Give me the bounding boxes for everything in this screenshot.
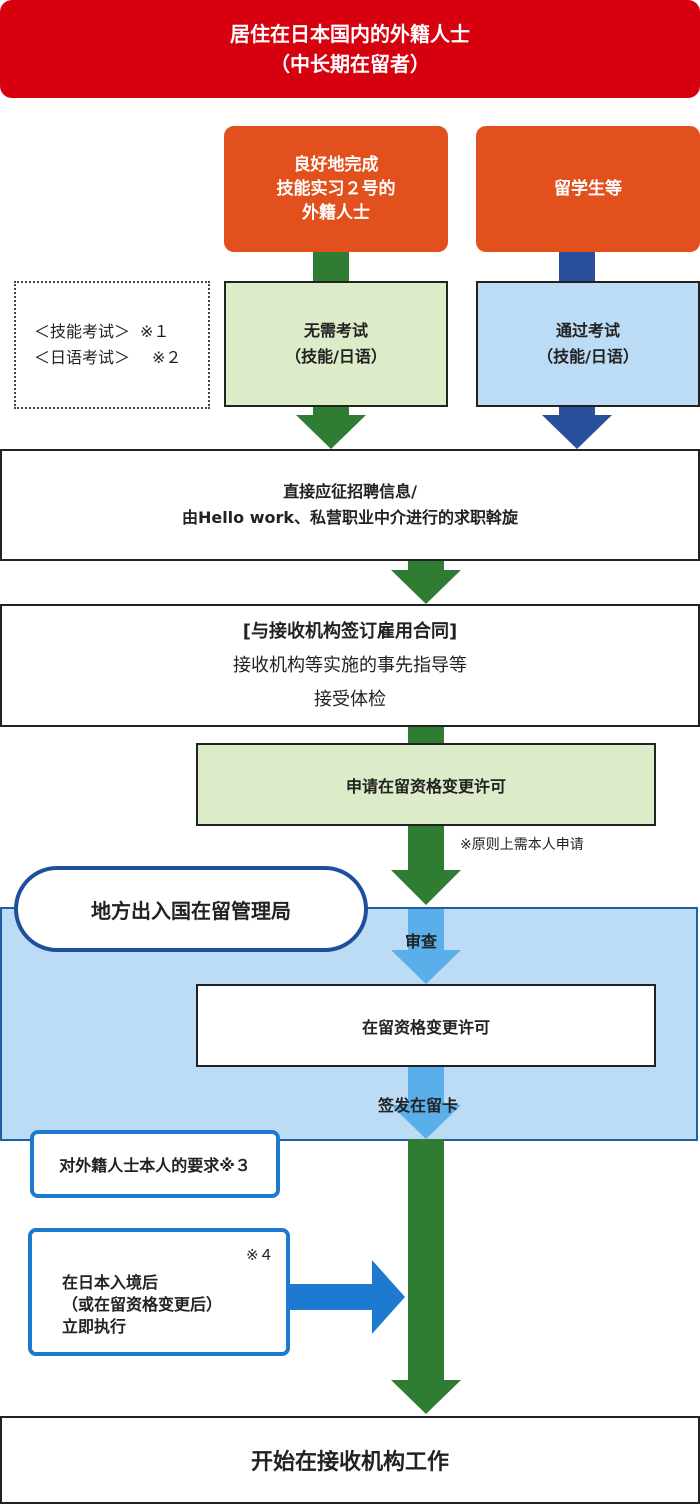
no-exam-detail: （技能/日语）	[285, 347, 387, 366]
students-header: 留学生等	[476, 126, 700, 252]
entry-line-1: 在日本入境后	[62, 1273, 159, 1292]
application-to-bureau-arrow	[391, 824, 461, 905]
right-connector	[559, 250, 595, 284]
skill-exam-row: ＜技能考试＞ ※１	[34, 319, 208, 345]
application-note: ※原则上需本人申请	[460, 837, 584, 853]
left-connector	[313, 250, 349, 284]
start-work-box: 开始在接收机构工作	[0, 1416, 700, 1504]
job-search-box: 直接应征招聘信息/ 由Hello work、私营职业中介进行的求职斡旋	[0, 449, 700, 561]
skill-exam-label: ＜技能考试＞	[34, 322, 131, 341]
entry-callout: ※４ 在日本入境后 （或在留资格变更后） 立即执行	[28, 1228, 290, 1356]
employment-contract-box: [与接收机构签订雇用合同] 接收机构等实施的事先指导等 接受体检	[0, 604, 700, 727]
entry-lines: 在日本入境后 （或在留资格变更后） 立即执行	[62, 1272, 222, 1338]
no-exam-box: 无需考试 （技能/日语）	[224, 281, 448, 407]
contract-health-check: 接受体检	[314, 688, 386, 710]
language-exam-note: ※２	[152, 348, 182, 367]
bureau-name-pill: 地方出入国在留管理局	[14, 866, 368, 952]
language-exam-row: ＜日语考试＞ ※２	[34, 345, 208, 371]
pass-exam-label: 通过考试	[555, 321, 620, 340]
job-search-line-1: 直接应征招聘信息/	[283, 482, 417, 501]
no-exam-label: 无需考试	[303, 321, 368, 340]
final-arrow	[391, 1141, 461, 1414]
job-to-contract-arrow	[391, 560, 461, 604]
banner-subtitle: （中长期在留者）	[270, 52, 430, 76]
start-work-label: 开始在接收机构工作	[250, 1450, 449, 1475]
exam-legend: ＜技能考试＞ ※１ ＜日语考试＞ ※２	[14, 281, 210, 409]
pass-exam-detail: （技能/日语）	[537, 347, 639, 366]
card-issue-label: 签发在留卡	[378, 1096, 459, 1115]
review-label: 审查	[405, 932, 438, 951]
left-header-line-3: 外籍人士	[302, 203, 370, 223]
right-down-arrow	[542, 405, 612, 449]
job-search-line-2: 由Hello work、私营职业中介进行的求职斡旋	[181, 508, 519, 527]
pass-exam-box: 通过考试 （技能/日语）	[476, 281, 700, 407]
application-label: 申请在留资格变更许可	[345, 776, 506, 796]
resident-foreigners-banner: 居住在日本国内的外籍人士 （中长期在留者）	[0, 0, 700, 98]
right-header-label: 留学生等	[554, 179, 622, 199]
entry-line-3: 立即执行	[62, 1317, 127, 1336]
banner-title: 居住在日本国内的外籍人士	[230, 22, 470, 46]
status-change-application-box: 申请在留资格变更许可	[196, 743, 656, 826]
language-exam-label: ＜日语考试＞	[34, 348, 131, 367]
contract-guidance: 接收机构等实施的事先指导等	[233, 654, 467, 676]
entry-arrow	[289, 1260, 405, 1334]
left-header-line-1: 良好地完成	[293, 155, 379, 175]
bureau-name: 地方出入国在留管理局	[91, 898, 291, 923]
contract-to-application-stem	[408, 726, 444, 746]
technical-intern-header: 良好地完成 技能实习２号的 外籍人士	[224, 126, 448, 252]
requirement-label: 对外籍人士本人的要求※３	[59, 1156, 251, 1175]
entry-line-2: （或在留资格变更后）	[62, 1295, 223, 1314]
entry-note: ※４	[246, 1246, 274, 1264]
requirement-callout: 对外籍人士本人的要求※３	[30, 1130, 280, 1198]
permission-label: 在留资格变更许可	[361, 1017, 490, 1037]
status-change-permission-box: 在留资格变更许可	[196, 984, 656, 1067]
left-down-arrow	[296, 405, 366, 449]
contract-title: [与接收机构签订雇用合同]	[242, 620, 458, 642]
skill-exam-note: ※１	[140, 322, 170, 341]
left-header-line-2: 技能实习２号的	[276, 179, 396, 199]
